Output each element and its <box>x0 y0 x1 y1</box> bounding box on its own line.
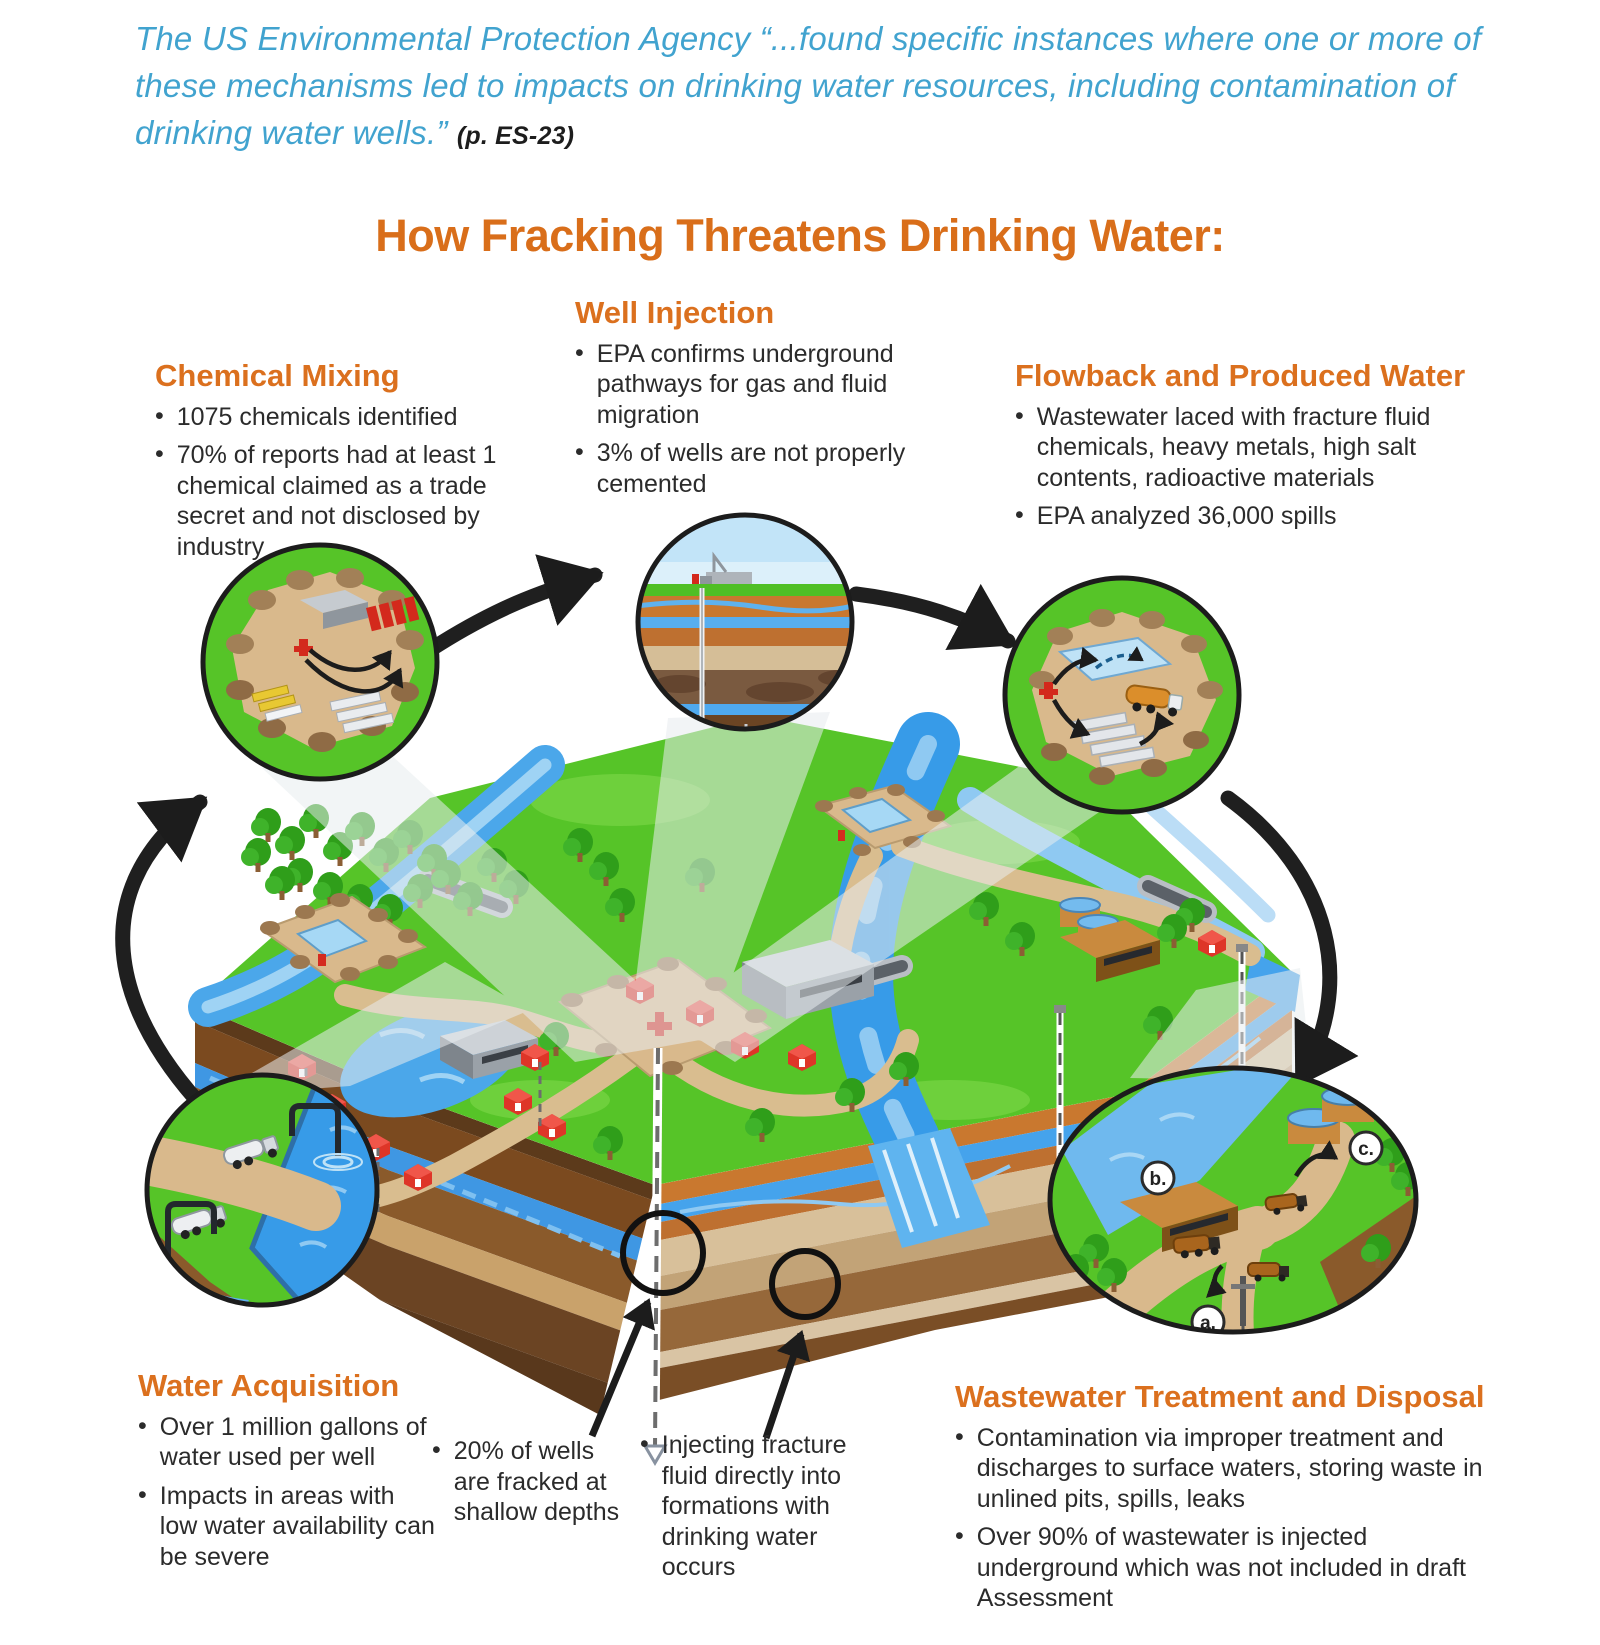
quote-text: The US Environmental Protection Agency “… <box>135 20 1482 151</box>
section-heading: Wastewater Treatment and Disposal <box>955 1379 1485 1414</box>
section-water-acquisition: Water Acquisition •Over 1 million gallon… <box>138 1368 438 1580</box>
arrow-well-to-flowback <box>848 583 1016 651</box>
bullet-glyph: • <box>955 1522 964 1551</box>
svg-text:b.: b. <box>1150 1169 1167 1190</box>
drill-rig-icon <box>692 551 752 584</box>
svg-text:a.: a. <box>1200 1313 1216 1334</box>
bullet-glyph: • <box>575 438 584 467</box>
note-direct-injection: •Injecting fracture fluid directly into … <box>640 1430 870 1591</box>
callout-water-acquisition <box>144 1072 380 1308</box>
bullet-glyph: • <box>640 1430 649 1458</box>
bullet-item: •Over 90% of wastewater is injected unde… <box>955 1522 1466 1613</box>
bullet-item: •20% of wells are fracked at shallow dep… <box>432 1436 620 1526</box>
tanker-truck-icon <box>1125 684 1184 717</box>
shallow-frack-highlight-circle <box>620 1210 706 1296</box>
bullet-item: •1075 chemicals identified <box>155 401 458 431</box>
note-shallow-fracking: •20% of wells are fracked at shallow dep… <box>432 1436 637 1536</box>
bullet-glyph: • <box>1015 401 1024 430</box>
bullet-glyph: • <box>432 1436 441 1464</box>
section-heading: Well Injection <box>575 295 775 330</box>
note-pointer-arrows <box>588 1298 810 1440</box>
label-c: c. <box>1348 1130 1384 1166</box>
bullet-item: •70% of reports had at least 1 chemical … <box>155 440 497 561</box>
direct-injection-highlight-circle <box>769 1248 841 1320</box>
page-title: How Fracking Threatens Drinking Water: <box>375 210 1225 261</box>
bullet-glyph: • <box>155 401 164 430</box>
arrow-chemical-to-well <box>422 554 604 658</box>
tank-farm <box>1059 897 1160 982</box>
label-b: b. <box>1140 1160 1176 1196</box>
bullet-glyph: • <box>1015 501 1024 530</box>
arrow-flowback-to-wastewater <box>1220 790 1359 1088</box>
section-well-injection: Well Injection •EPA confirms underground… <box>575 295 985 507</box>
callout-chemical-mixing <box>200 542 440 782</box>
pump-trucks <box>366 596 420 632</box>
svg-text:c.: c. <box>1358 1139 1374 1160</box>
bullet-glyph: • <box>138 1480 147 1509</box>
waste-trucks <box>1172 1193 1308 1282</box>
epa-quote: The US Environmental Protection Agency “… <box>135 16 1540 157</box>
bullet-item: •3% of wells are not properly cemented <box>575 438 906 498</box>
bullet-glyph: • <box>155 440 164 469</box>
bullet-glyph: • <box>575 338 584 367</box>
bullet-item: •Impacts in areas with low water availab… <box>138 1480 435 1571</box>
quote-citation: (p. ES-23) <box>456 121 575 150</box>
bullet-glyph: • <box>138 1411 147 1440</box>
section-heading: Chemical Mixing <box>155 358 400 393</box>
bullet-item: •EPA confirms underground pathways for g… <box>575 338 894 429</box>
bullet-item: •EPA analyzed 36,000 spills <box>1015 501 1337 531</box>
bullet-glyph: • <box>955 1422 964 1451</box>
section-chemical-mixing: Chemical Mixing •1075 chemicals identifi… <box>155 358 555 570</box>
callout-flowback <box>1002 575 1242 815</box>
section-flowback: Flowback and Produced Water •Wastewater … <box>1015 358 1475 540</box>
bullet-item: •Contamination via improper treatment an… <box>955 1422 1483 1513</box>
warehouse-building-left <box>440 1020 538 1079</box>
bullet-item: •Injecting fracture fluid directly into … <box>640 1430 847 1581</box>
bullet-item: •Wastewater laced with fracture fluid ch… <box>1015 401 1431 492</box>
section-wastewater-treatment: Wastewater Treatment and Disposal •Conta… <box>955 1379 1495 1622</box>
section-heading: Water Acquisition <box>138 1368 400 1403</box>
section-heading: Flowback and Produced Water <box>1015 358 1466 393</box>
callout-wastewater-treatment: b. c. a. <box>1047 1065 1419 1335</box>
well-pad-northwest <box>259 893 428 984</box>
well-pad-north <box>815 784 953 856</box>
zoom-beams <box>212 712 1312 1096</box>
bullet-item: •Over 1 million gallons of water used pe… <box>138 1411 427 1472</box>
